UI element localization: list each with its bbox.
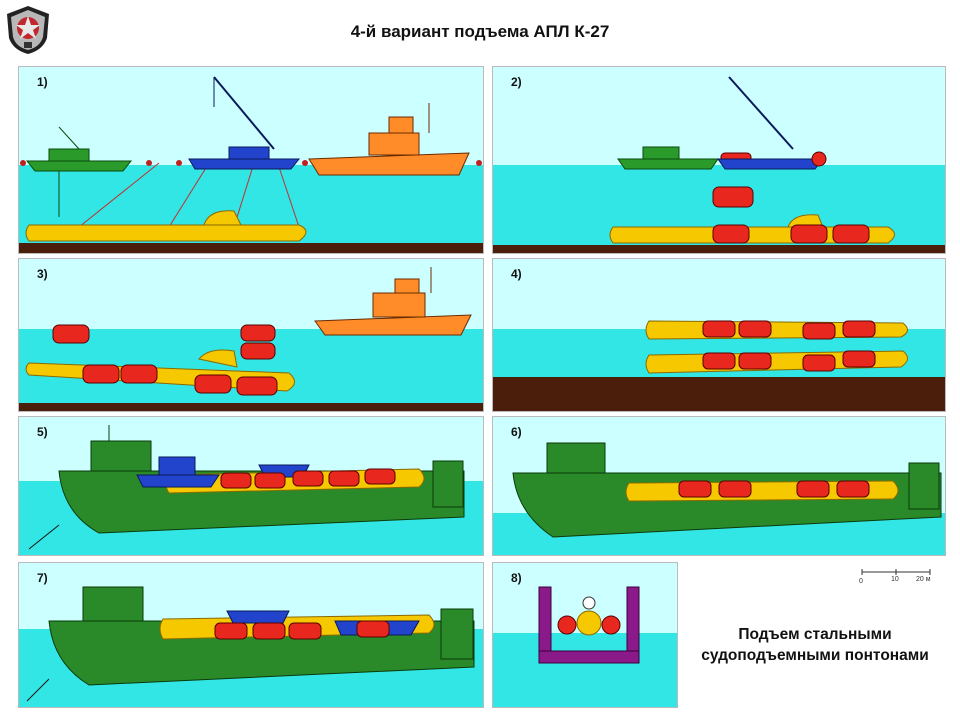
panel-step-1: 1)	[18, 66, 484, 254]
page-title: 4-й вариант подъема АПЛ К-27	[350, 22, 610, 41]
green-barge	[25, 126, 133, 217]
step-2-diagram	[493, 67, 945, 253]
step-3-diagram	[19, 259, 483, 411]
panel-label-3: 3)	[37, 267, 48, 281]
step-6-diagram	[493, 417, 945, 555]
scale-tick-10: 10	[891, 576, 899, 583]
step-1-diagram	[19, 67, 483, 253]
scale-tick-0: 0	[859, 578, 863, 585]
panel-label-6: 6)	[511, 425, 522, 439]
caption-line-1: Подъем стальными	[738, 626, 892, 643]
pontoon-group	[214, 620, 390, 640]
step-7-diagram	[19, 563, 483, 707]
step-8-cross-section	[493, 563, 677, 707]
pontoon-group	[702, 320, 876, 372]
pontoon-group	[220, 468, 396, 489]
scale-tick-20: 20 м	[916, 576, 931, 583]
submarine-section	[557, 596, 621, 636]
scale-bar: 0 10 20 м	[858, 568, 938, 590]
panel-step-7: 7)	[18, 562, 484, 708]
crane-ship	[717, 76, 827, 170]
pontoon-group	[678, 480, 870, 498]
step-5-diagram	[19, 417, 483, 555]
panel-step-5: 5)	[18, 416, 484, 556]
panel-label-8: 8)	[511, 571, 522, 585]
panel-label-1: 1)	[37, 75, 48, 89]
panel-step-3: 3)	[18, 258, 484, 412]
crane-ship	[188, 76, 301, 170]
panel-label-4: 4)	[511, 267, 522, 281]
panel-step-4: 4)	[492, 258, 946, 412]
panel-step-2: 2)	[492, 66, 946, 254]
pontoon-group	[52, 324, 278, 396]
emblem-logo	[7, 6, 49, 54]
submarine	[25, 210, 307, 242]
dock-cross-section	[538, 586, 640, 664]
step-4-diagram	[493, 259, 945, 411]
caption-line-2: судоподъемными понтонами	[701, 647, 929, 664]
panel-step-8: 8)	[492, 562, 678, 708]
caption: Подъем стальными судоподъемными понтонам…	[680, 624, 950, 666]
panel-label-2: 2)	[511, 75, 522, 89]
panel-step-6: 6)	[492, 416, 946, 556]
tug	[314, 267, 472, 336]
panel-label-5: 5)	[37, 425, 48, 439]
panel-label-7: 7)	[37, 571, 48, 585]
tug	[308, 103, 470, 176]
green-barge	[617, 146, 719, 170]
